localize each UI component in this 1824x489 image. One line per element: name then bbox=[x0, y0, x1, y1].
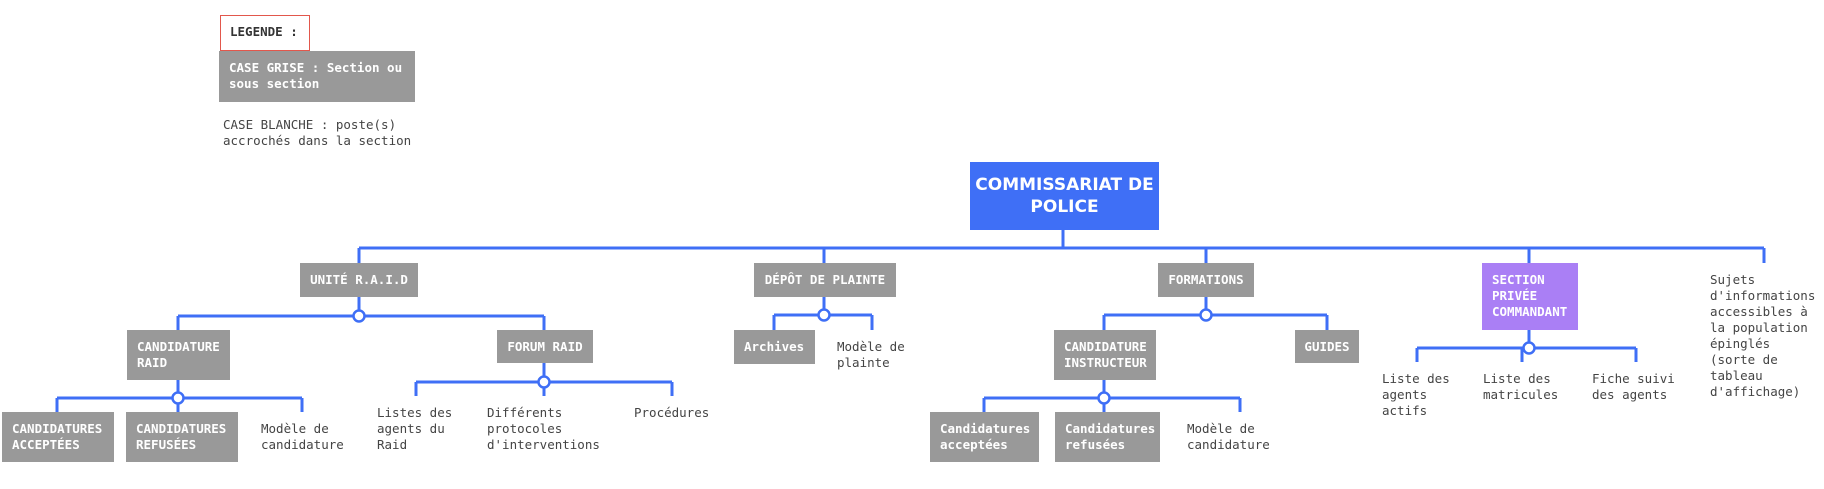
section-raid: UNITÉ R.A.I.D bbox=[300, 263, 418, 297]
subsection-guides: GUIDES bbox=[1295, 330, 1359, 363]
liste-matricules: Liste des matricules bbox=[1483, 371, 1559, 402]
forum-junction bbox=[537, 375, 551, 389]
section-formations: FORMATIONS bbox=[1158, 263, 1254, 297]
privee-junction bbox=[1522, 341, 1536, 355]
root-node: COMMISSARIAT DE POLICE bbox=[970, 162, 1159, 230]
modele-candidature-instructeur: Modèle de candidature bbox=[1187, 421, 1270, 452]
candidatures-refusees-instructeur: Candidatures refusées bbox=[1055, 412, 1160, 462]
formations-junction bbox=[1199, 308, 1213, 322]
section-depot-plainte: DÉPÔT DE PLAINTE bbox=[754, 263, 896, 297]
candidatures-acceptees-raid: CANDIDATURES ACCEPTÉES bbox=[2, 412, 114, 462]
candidatures-acceptees-instructeur: Candidatures acceptées bbox=[930, 412, 1039, 462]
candraid-junction bbox=[171, 391, 185, 405]
candidatures-refusees-raid: CANDIDATURES REFUSÉES bbox=[126, 412, 238, 462]
section-privee-commandant: SECTION PRIVÉE COMMANDANT bbox=[1482, 263, 1578, 330]
legend-white-case: CASE BLANCHE : poste(s) accrochés dans l… bbox=[223, 117, 412, 148]
listes-agents-raid: Listes des agents du Raid bbox=[377, 405, 453, 452]
depot-junction bbox=[817, 308, 831, 322]
liste-agents-actifs: Liste des agents actifs bbox=[1382, 371, 1450, 418]
legend-grey-case: CASE GRISE : Section ou sous section bbox=[219, 51, 415, 102]
procedures: Procédures bbox=[634, 405, 710, 420]
subsection-candidature-instructeur: CANDIDATURE INSTRUCTEUR bbox=[1054, 330, 1156, 380]
sujets-informations: Sujets d'informations accessibles à la p… bbox=[1710, 272, 1816, 399]
modele-plainte: Modèle de plainte bbox=[837, 339, 905, 370]
subsection-forum-raid: FORUM RAID bbox=[497, 330, 593, 363]
fiche-suivi-agents: Fiche suivi des agents bbox=[1592, 371, 1675, 402]
modele-candidature-raid: Modèle de candidature bbox=[261, 421, 344, 452]
raid-junction bbox=[352, 309, 366, 323]
legend-title: LEGENDE : bbox=[220, 15, 310, 51]
subsection-candidature-raid: CANDIDATURE RAID bbox=[127, 330, 230, 380]
archives: Archives bbox=[734, 330, 815, 364]
protocoles-interventions: Différents protocoles d'interventions bbox=[487, 405, 600, 452]
candinst-junction bbox=[1097, 391, 1111, 405]
